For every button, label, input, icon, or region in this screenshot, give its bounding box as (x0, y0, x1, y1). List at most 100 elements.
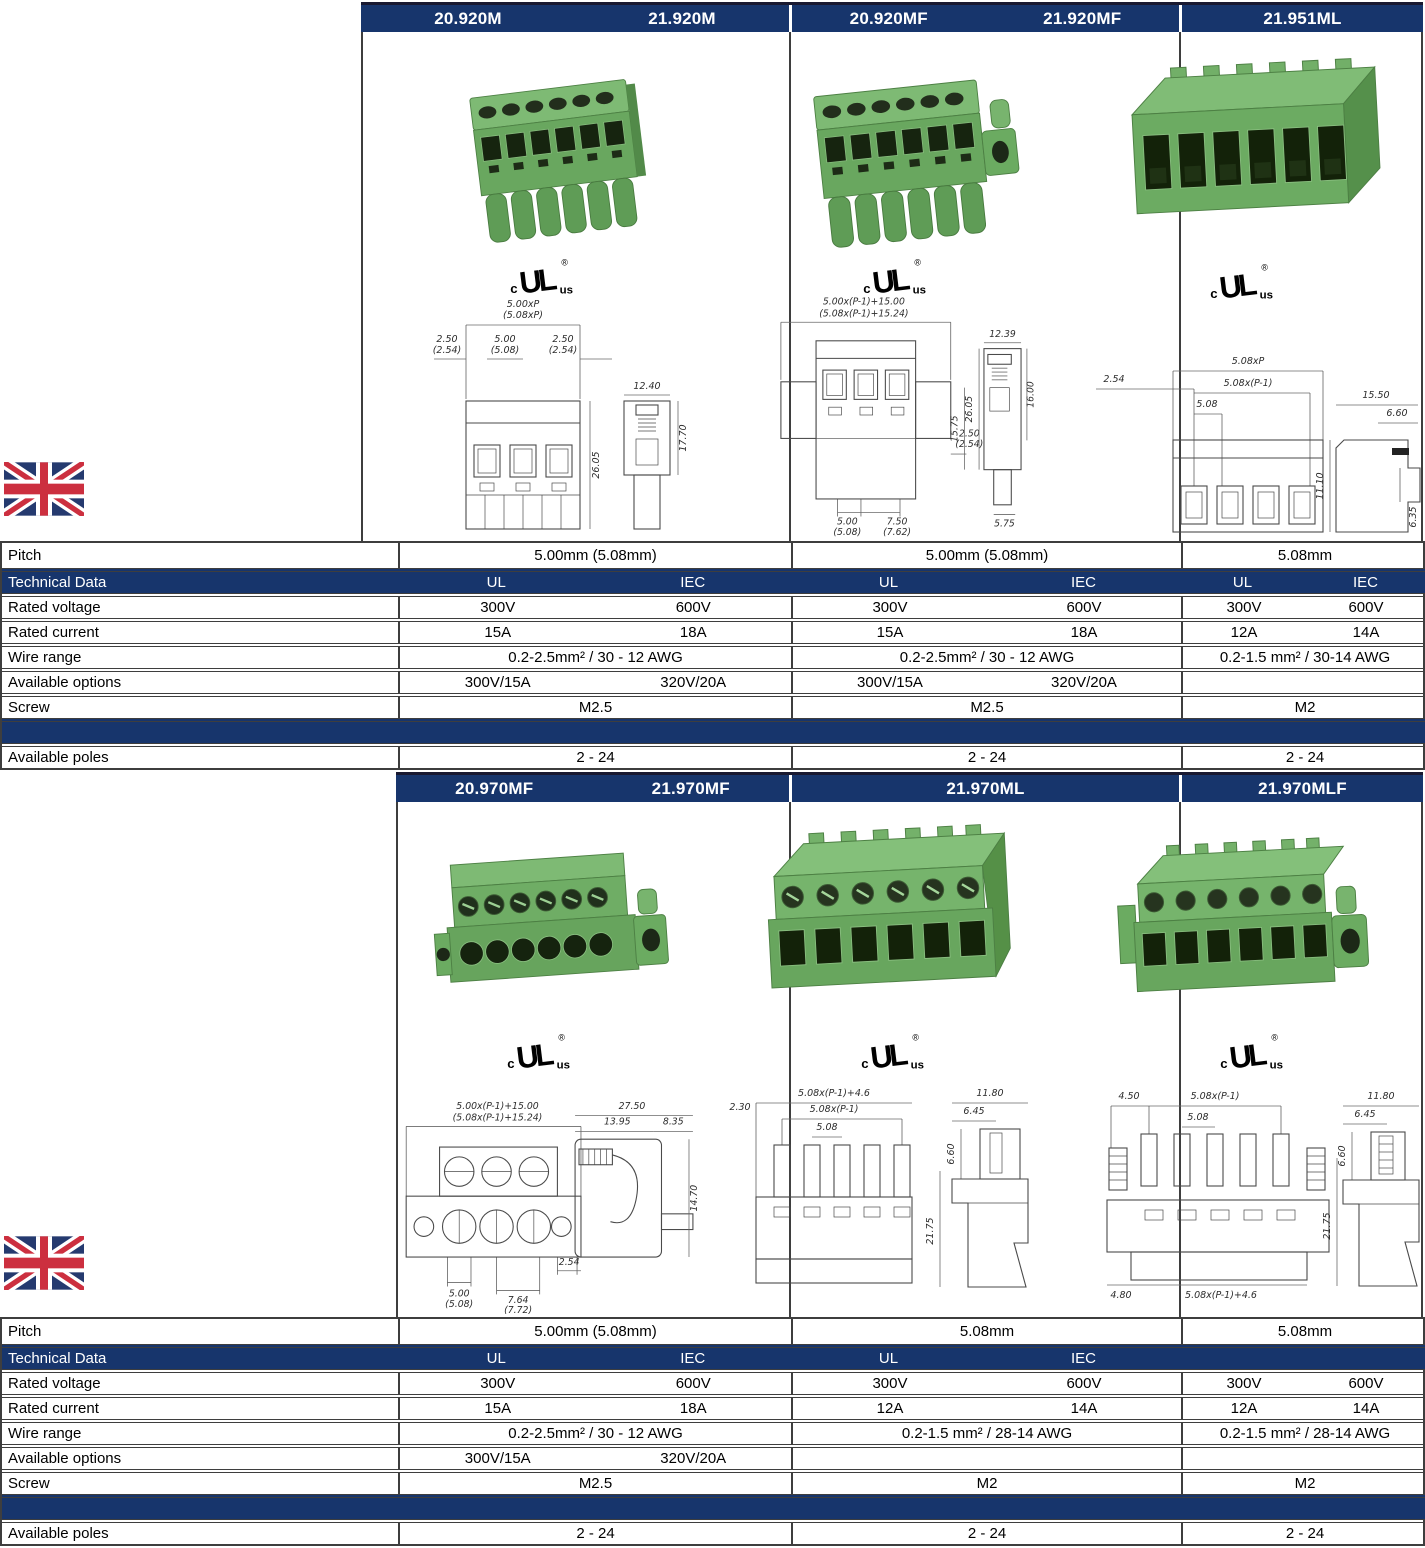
svg-text:(2.54): (2.54) (549, 345, 578, 356)
screw-value: M2 (791, 1473, 1181, 1494)
uk-flag-icon (4, 462, 84, 516)
model-cell: 21.970MLF (1179, 775, 1423, 802)
pitch-value: 5.08mm (791, 1319, 1181, 1344)
wire-range-value: 0.2-1.5 mm² / 30-14 AWG (1181, 647, 1425, 668)
column-divider (1179, 32, 1181, 541)
pitch-value: 5.00mm (5.08mm) (398, 543, 791, 568)
model-cell: 20.970MF 21.970MF (396, 775, 789, 802)
svg-text:5.00: 5.00 (494, 334, 515, 345)
svg-text:5.08x(P-1)+4.6: 5.08x(P-1)+4.6 (798, 1088, 870, 1099)
model-number: 21.920M (648, 8, 716, 28)
tech-col: IEC (1070, 1350, 1096, 1367)
row-label: Wire range (8, 649, 82, 666)
svg-text:11.10: 11.10 (1315, 472, 1326, 499)
option-value: 320V/20A (660, 674, 727, 691)
current-value: 18A (1070, 624, 1098, 641)
voltage-value: 600V (675, 599, 711, 616)
svg-text:(7.62): (7.62) (883, 527, 911, 538)
svg-text:®: ® (914, 258, 921, 268)
svg-text:®: ® (912, 1033, 919, 1043)
spec-table-top: Pitch 5.00mm (5.08mm) 5.00mm (5.08mm) 5.… (0, 541, 1425, 770)
svg-text:8.35: 8.35 (663, 1116, 684, 1127)
svg-text:®: ® (558, 1033, 565, 1043)
svg-text:15.75: 15.75 (950, 415, 961, 442)
voltage-value: 600V (675, 1375, 711, 1392)
svg-text:(7.72): (7.72) (504, 1305, 532, 1314)
column-divider (1179, 802, 1181, 1317)
svg-text:6.60: 6.60 (946, 1143, 957, 1164)
svg-text:5.75: 5.75 (994, 518, 1015, 529)
model-cell: 20.920MF 21.920MF (789, 5, 1179, 32)
poles-value: 2 - 24 (791, 1523, 1181, 1544)
poles-value: 2 - 24 (791, 747, 1181, 768)
svg-text:2.50: 2.50 (959, 428, 980, 439)
svg-text:7.64: 7.64 (508, 1295, 529, 1306)
screw-value: M2.5 (791, 697, 1181, 718)
current-value: 14A (1070, 1400, 1098, 1417)
current-value: 15A (484, 1400, 512, 1417)
svg-text:12.39: 12.39 (989, 329, 1016, 340)
current-value: 12A (1230, 1400, 1258, 1417)
poles-value: 2 - 24 (1181, 747, 1425, 768)
model-cell: 20.920M 21.920M (361, 5, 789, 32)
svg-text:6.60: 6.60 (1337, 1145, 1348, 1166)
svg-text:®: ® (1261, 263, 1268, 273)
voltage-value: 300V (1226, 1375, 1262, 1392)
svg-text:us: us (1260, 290, 1273, 302)
row-label: Rated voltage (8, 1375, 101, 1392)
product-photo (1130, 58, 1381, 215)
pitch-value: 5.00mm (5.08mm) (791, 543, 1181, 568)
svg-text:5.08x(P-1): 5.08x(P-1) (810, 1104, 859, 1115)
row-label: Rated current (8, 1400, 99, 1417)
voltage-value: 300V (872, 1375, 908, 1392)
svg-text:17.70: 17.70 (678, 424, 688, 451)
svg-text:c: c (507, 1056, 514, 1071)
svg-text:6.45: 6.45 (1354, 1109, 1375, 1120)
tech-col: IEC (1352, 574, 1378, 591)
tech-col: UL (1232, 574, 1253, 591)
svg-text:26.05: 26.05 (591, 451, 602, 478)
row-label: Available options (8, 1450, 122, 1467)
svg-text:(5.08xP): (5.08xP) (503, 310, 543, 321)
product-photo (767, 824, 1011, 989)
option-value: 300V/15A (857, 674, 923, 691)
svg-text:(2.54): (2.54) (955, 439, 983, 450)
svg-text:5.08: 5.08 (1196, 399, 1217, 410)
svg-text:5.08x(P-1)+4.6: 5.08x(P-1)+4.6 (1185, 1290, 1257, 1301)
svg-text:UL: UL (1227, 1036, 1268, 1075)
svg-text:7.50: 7.50 (887, 516, 908, 527)
tech-col: UL (486, 574, 506, 591)
svg-text:4.50: 4.50 (1118, 1091, 1139, 1102)
voltage-value: 300V (872, 599, 908, 616)
ul-certification-logo: c UL ® us (1210, 263, 1273, 306)
tech-col: IEC (1070, 574, 1096, 591)
svg-text:21.75: 21.75 (1322, 1212, 1333, 1239)
model-number: 21.951ML (1263, 8, 1342, 28)
product-photo (1117, 837, 1370, 993)
poles-value: 2 - 24 (398, 747, 791, 768)
svg-text:5.00: 5.00 (449, 1288, 470, 1299)
screw-value: M2.5 (398, 1473, 791, 1494)
ul-certification-logo: c UL ® us (510, 258, 573, 301)
svg-text:c: c (1210, 286, 1217, 301)
product-photo (813, 79, 1020, 248)
svg-text:6.45: 6.45 (963, 1106, 984, 1117)
screw-value: M2 (1181, 697, 1425, 718)
voltage-value: 300V (480, 599, 516, 616)
current-value: 15A (484, 624, 512, 641)
current-value: 14A (1352, 1400, 1380, 1417)
model-number: 21.970ML (946, 778, 1025, 798)
tech-col: UL (878, 1350, 899, 1367)
poles-value: 2 - 24 (398, 1523, 791, 1544)
svg-text:UL: UL (1217, 266, 1258, 305)
column-divider (789, 32, 791, 541)
svg-text:21.75: 21.75 (925, 1217, 936, 1244)
svg-text:5.08x(P-1): 5.08x(P-1) (1224, 378, 1273, 389)
tech-col: UL (878, 574, 899, 591)
svg-text:(2.54): (2.54) (433, 345, 462, 356)
svg-text:2.30: 2.30 (729, 1102, 750, 1113)
row-label: Available poles (8, 749, 109, 766)
option-value: 320V/20A (660, 1450, 727, 1467)
svg-text:c: c (1220, 1056, 1227, 1071)
wire-range-value: 0.2-1.5 mm² / 28-14 AWG (791, 1423, 1181, 1444)
